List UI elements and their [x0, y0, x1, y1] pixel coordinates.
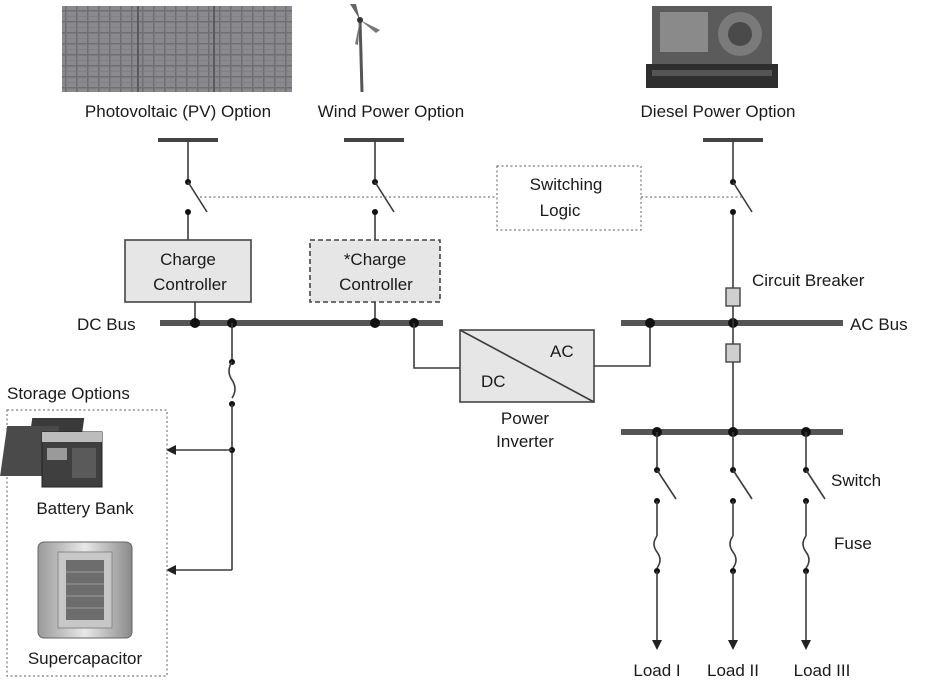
storage-wiring — [166, 323, 235, 575]
charge-controller-line1: Charge — [160, 250, 216, 269]
ac-bus-label: AC Bus — [850, 315, 908, 334]
load-1-label: Load I — [633, 661, 680, 680]
storage-options-title: Storage Options — [7, 384, 130, 403]
diesel-switch — [730, 140, 752, 290]
load-2-label: Load II — [707, 661, 759, 680]
switching-logic-line1: Switching — [530, 175, 603, 194]
pv-switch — [185, 140, 207, 240]
diesel-option-label: Diesel Power Option — [641, 102, 796, 121]
diesel-generator-image — [646, 6, 778, 88]
circuit-breaker-lower — [726, 344, 740, 362]
load-branch-3 — [801, 432, 825, 650]
wind-option-label: Wind Power Option — [318, 102, 464, 121]
dc-bus-label: DC Bus — [77, 315, 136, 334]
inverter-label-line2: Inverter — [496, 432, 554, 451]
load-branch-2 — [728, 432, 752, 650]
optional-charge-controller-line2: Controller — [339, 275, 413, 294]
switching-logic-line2: Logic — [540, 201, 581, 220]
wind-switch — [372, 140, 394, 240]
pv-option-label: Photovoltaic (PV) Option — [85, 102, 271, 121]
inverter-label-line1: Power — [501, 409, 550, 428]
inverter-ac-label: AC — [550, 342, 574, 361]
wind-turbine-image — [350, 4, 380, 92]
optional-charge-controller-line1: *Charge — [344, 250, 406, 269]
supercapacitor-image — [38, 542, 132, 638]
pv-panel-image — [62, 6, 292, 92]
supercapacitor-label: Supercapacitor — [28, 649, 143, 668]
fuse-label: Fuse — [834, 534, 872, 553]
load-3-label: Load III — [794, 661, 851, 680]
battery-bank-label: Battery Bank — [36, 499, 134, 518]
charge-controller-line2: Controller — [153, 275, 227, 294]
circuit-breaker-label: Circuit Breaker — [752, 271, 865, 290]
circuit-breaker-upper — [726, 288, 740, 306]
switch-label: Switch — [831, 471, 881, 490]
load-branch-1 — [652, 432, 676, 650]
battery-bank-image — [0, 418, 102, 487]
inverter-dc-label: DC — [481, 372, 506, 391]
